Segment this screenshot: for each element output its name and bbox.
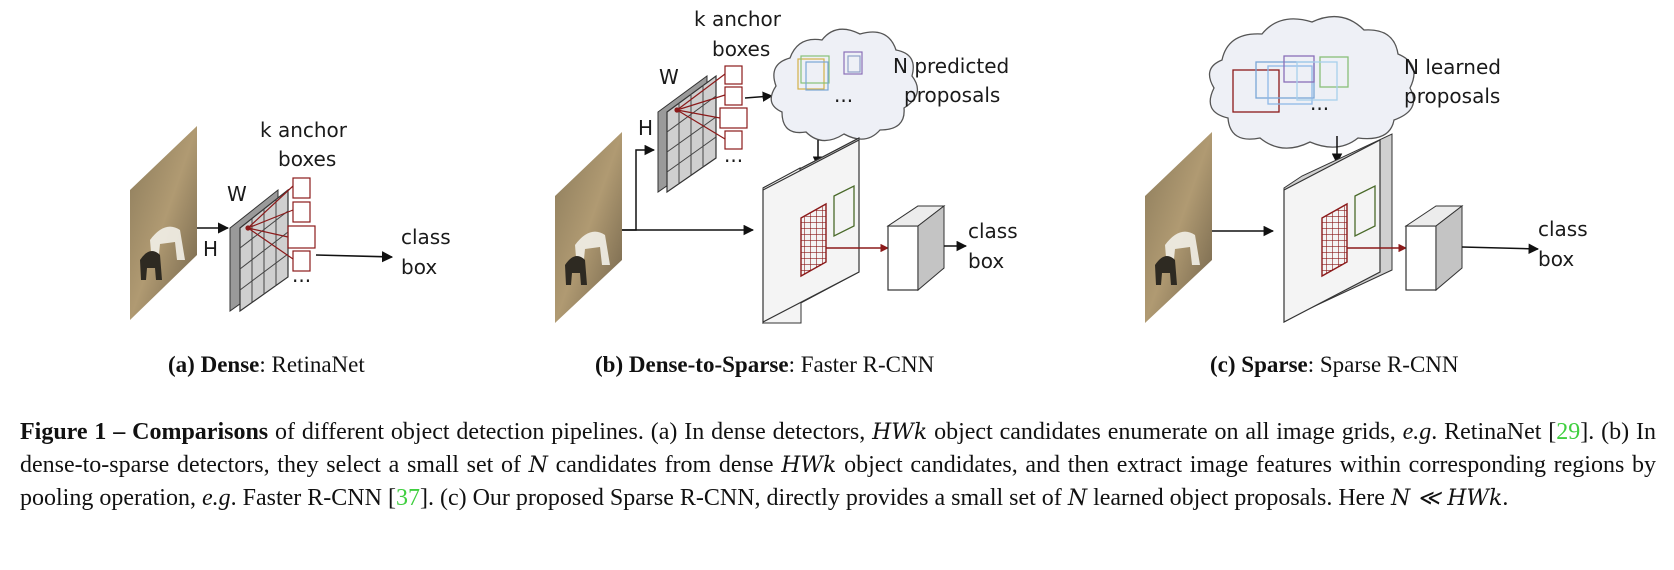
panel-c: ... N learned proposals class box (1145, 15, 1588, 323)
output-class-b: class (968, 219, 1018, 243)
figure-caption: Figure 1 – Comparisons of different obje… (20, 416, 1656, 515)
arrow-to-cloud-b (744, 91, 774, 102)
caption-b-prefix: (b) (595, 352, 629, 377)
caption-text-4: ]. (b) In dense-to-sparse detectors, the… (20, 419, 1656, 478)
proposals-cloud-b (770, 28, 919, 142)
caption-text-3: . RetinaNet [ (1431, 419, 1557, 445)
head-block-c (1404, 204, 1464, 292)
caption-c-prefix: (c) (1210, 352, 1242, 377)
panel-caption-a: (a) Dense: RetinaNet (168, 352, 365, 378)
anchor-label-a-line1: k anchor (260, 118, 348, 142)
proposals-label-c-line2: proposals (1404, 84, 1500, 108)
math-hwk-1: HWk (872, 420, 928, 445)
arrow-to-output-c (1461, 243, 1540, 254)
ellipsis-b: ... (724, 143, 743, 167)
figure-diagram: W H k anchor boxes ... class box (130, 7, 1588, 324)
caption-a-prefix: (a) (168, 352, 201, 377)
caption-c-rest: : Sparse R-CNN (1307, 352, 1459, 377)
proposals-label-b-line2: proposals (904, 83, 1000, 107)
math-n-ll-hwk: N ≪ HWk (1390, 486, 1503, 511)
output-class-a: class (401, 225, 451, 249)
caption-c-bold: Sparse (1241, 352, 1308, 377)
head-block-b (886, 204, 946, 292)
panel-b: W H k anchor boxes ... ... N predicted p… (555, 7, 1018, 324)
caption-text-6: object candidates, and then extract imag… (20, 452, 1657, 511)
caption-a-bold: Dense (200, 352, 260, 377)
output-class-c: class (1538, 217, 1588, 241)
input-image-b (555, 132, 622, 323)
caption-text-2: object candidates enumerate on all image… (927, 419, 1403, 445)
output-box-b: box (968, 249, 1004, 273)
panel-a: W H k anchor boxes ... class box (130, 118, 451, 320)
caption-text-10: . (1502, 485, 1509, 511)
input-image-c (1145, 132, 1212, 323)
arrow-to-output-a (315, 251, 394, 263)
proposals-label-c-line1: N learned (1404, 55, 1501, 79)
caption-text-9: learned object proposals. Here (1087, 485, 1391, 511)
caption-b-rest: : Faster R-CNN (788, 352, 935, 377)
caption-b-bold: Dense-to-Sparse (628, 352, 789, 377)
anchor-boxes-b (674, 65, 748, 150)
arrow-image-to-feature-b (622, 144, 656, 231)
w-label-b: W (659, 65, 679, 89)
caption-a-rest: : RetinaNet (259, 352, 365, 377)
anchor-label-b-line2: boxes (712, 37, 770, 61)
feature-map-b (657, 74, 717, 194)
figure-label: Figure 1 – Comparisons (20, 419, 269, 445)
h-label-b: H (638, 116, 653, 140)
panel-caption-c: (c) Sparse: Sparse R-CNN (1210, 352, 1459, 378)
feature-map-a (229, 188, 289, 313)
anchor-label-a-line2: boxes (278, 147, 336, 171)
caption-text-8: ]. (c) Our proposed Sparse R-CNN, direct… (419, 485, 1068, 511)
ellipsis-a: ... (292, 263, 311, 287)
eg-2: e.g (201, 485, 231, 511)
h-label-a: H (203, 237, 218, 261)
proposals-cloud-c (1208, 15, 1415, 149)
math-n-2: N (1067, 486, 1088, 511)
panel-caption-b: (b) Dense-to-Sparse: Faster R-CNN (595, 352, 934, 378)
anchor-boxes-a (245, 177, 316, 272)
proposals-label-b-line1: N predicted (893, 54, 1009, 78)
caption-text-1: of different object detection pipelines.… (268, 419, 873, 445)
backbone-face-b (762, 139, 860, 323)
input-image-a (130, 126, 197, 320)
w-label-a: W (227, 182, 247, 206)
caption-text-7: . Faster R-CNN [ (230, 485, 396, 511)
cloud-ellipsis-b: ... (834, 83, 853, 107)
output-box-c: box (1538, 247, 1574, 271)
eg-1: e.g (1402, 419, 1432, 445)
backbone-block-c (1283, 133, 1393, 323)
output-box-a: box (401, 255, 437, 279)
math-n-1: N (528, 453, 548, 478)
citation-37[interactable]: 37 (395, 485, 420, 511)
anchor-label-b-line1: k anchor (694, 7, 782, 31)
citation-29[interactable]: 29 (1556, 419, 1581, 445)
math-hwk-2: HWk (781, 453, 837, 478)
cloud-ellipsis-c: ... (1310, 91, 1329, 115)
caption-text-5: candidates from dense (547, 452, 782, 478)
